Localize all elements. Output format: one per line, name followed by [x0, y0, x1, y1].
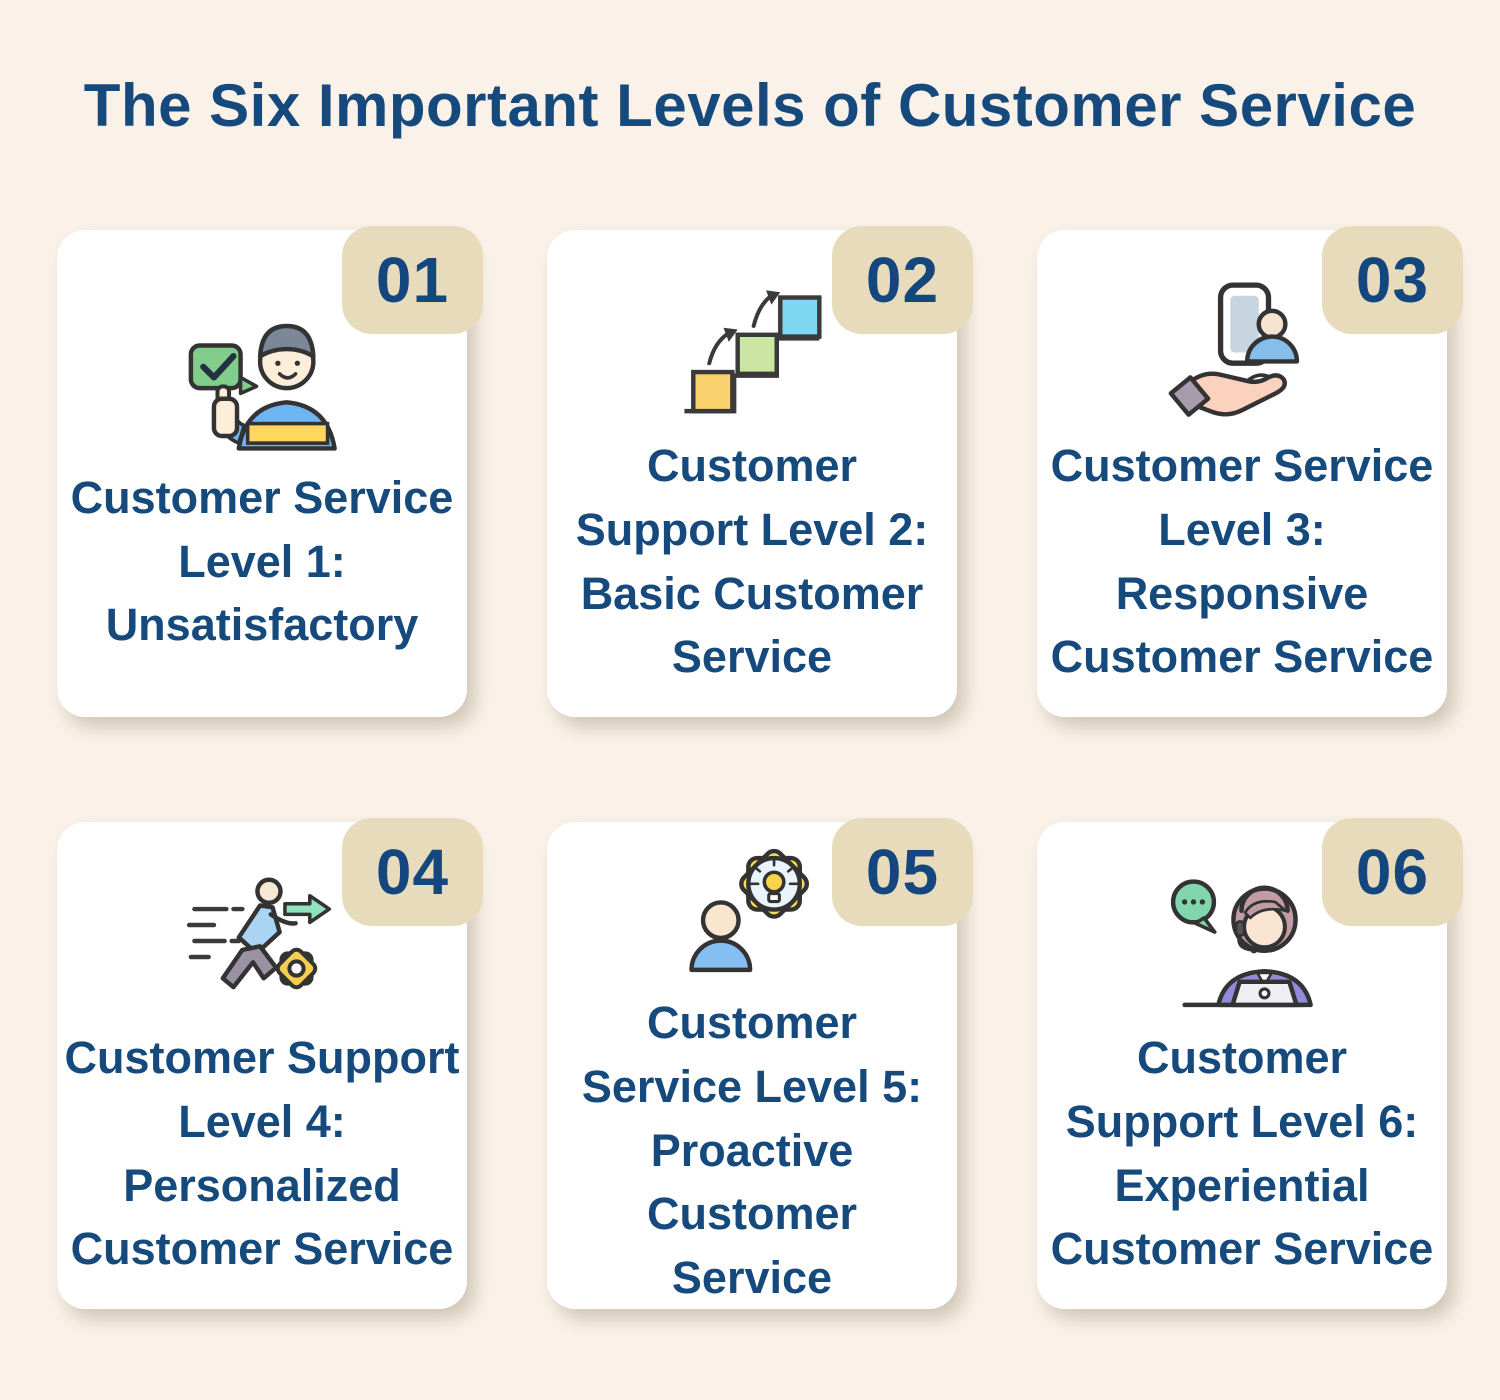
card-3-number: 03	[1355, 244, 1430, 316]
card-6-title: Customer Support Level 6: Experiential C…	[1050, 1031, 1434, 1275]
card-3-number-badge: 03	[1322, 226, 1463, 334]
card-level-4: 04 Customer Support Level 4: Personalize…	[41, 818, 483, 1324]
card-5-title: Customer Service Level 5: Proactive Cust…	[581, 996, 923, 1304]
card-6-number-badge: 06	[1322, 818, 1463, 926]
running-person-gear-icon	[182, 864, 342, 1012]
support-agent-headset-icon	[1158, 864, 1327, 1012]
thumbs-up-person-icon	[182, 304, 342, 452]
card-level-2: 02 Customer Support Level 2: Basic Custo…	[531, 226, 973, 732]
card-1-number-badge: 01	[342, 226, 483, 334]
card-2-number-badge: 02	[832, 226, 973, 334]
card-5-number: 05	[865, 836, 940, 908]
card-level-6: 06	[1021, 818, 1463, 1324]
card-4-number-badge: 04	[342, 818, 483, 926]
card-4-number: 04	[375, 836, 450, 908]
page-title: The Six Important Levels of Customer Ser…	[83, 72, 1417, 139]
card-2-number: 02	[865, 244, 940, 316]
card-level-3: 03 Customer Service Level 3: Responsive …	[1021, 226, 1463, 732]
card-3-title: Customer Service Level 3: Responsive Cus…	[1050, 439, 1434, 683]
ascending-steps-icon	[672, 272, 832, 420]
card-6-number: 06	[1355, 836, 1430, 908]
card-1-number: 01	[375, 244, 450, 316]
card-level-5: 05 Customer Service Level 5: Proactive C…	[531, 818, 973, 1324]
card-2-title: Customer Support Level 2: Basic Customer…	[575, 439, 929, 683]
card-4-title: Customer Support Level 4: Personalized C…	[64, 1031, 460, 1275]
person-idea-gear-icon	[672, 835, 832, 977]
card-level-1: 01 Customer	[41, 226, 483, 732]
card-5-number-badge: 05	[832, 818, 973, 926]
cards-grid: 01 Customer	[41, 226, 1463, 1324]
card-1-title: Customer Service Level 1: Unsatisfactory	[70, 471, 454, 651]
hand-holding-phone-icon	[1162, 272, 1322, 420]
